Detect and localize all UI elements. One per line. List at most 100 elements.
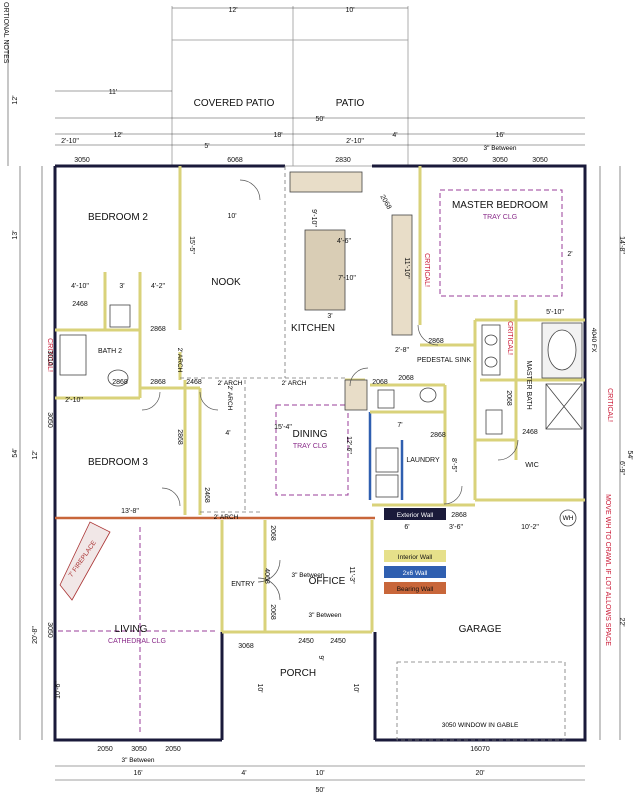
door-2868-a: 2868: [150, 326, 166, 333]
dim-k-3: 3': [327, 313, 332, 320]
tray-ceilings: [58, 189, 563, 735]
bedroom2-label: BEDROOM 2: [88, 212, 148, 223]
between-entry2: 3" Between: [308, 612, 341, 619]
win-3050-f: 3050: [46, 622, 53, 638]
door-2868-b: 2868: [150, 379, 166, 386]
dim-liv-10-6: 10'-6": [55, 681, 62, 699]
dim-right-22: 22': [618, 617, 625, 626]
dim-nook-10: 10': [227, 213, 236, 220]
critical-left: CRITICAL!: [46, 338, 53, 372]
dim-right-6-9: 6'-9": [618, 461, 625, 475]
door-2868-f: 2868: [176, 429, 183, 445]
door-2068-d: 2068: [269, 604, 276, 620]
dim-left-12b: 12': [32, 450, 39, 459]
pedestal-sink-label: PEDESTAL SINK: [417, 357, 471, 364]
interior-walls: [55, 166, 585, 634]
win-2050-b: 2050: [165, 746, 181, 753]
legend: Exterior Wall Interior Wall 2x6 Wall Bea…: [384, 508, 446, 594]
legend-interior-label: Interior Wall: [398, 554, 433, 561]
legend-exterior-swatch: [384, 508, 446, 520]
dim-right-14-8: 14'-8": [618, 236, 625, 254]
dim-row-2-10: 2'-10": [61, 138, 79, 145]
between-top: 3" Between: [483, 145, 516, 152]
bedroom3-label: BEDROOM 3: [88, 457, 148, 468]
dim-off-11-3: 11'-3": [348, 566, 355, 584]
dim-row-12: 12': [113, 132, 122, 139]
dim-bot-16: 16': [133, 770, 142, 777]
dim-bot-10: 10': [315, 770, 324, 777]
legend-interior-swatch: [384, 550, 446, 562]
dashed-lines: [180, 166, 566, 741]
living-label: LIVING: [115, 624, 148, 635]
living-cathedral-label: CATHEDRAL CLG: [108, 638, 166, 645]
dim-wic-10-2: 10'-2": [521, 524, 539, 531]
entry-label: ENTRY: [231, 581, 255, 588]
dining-label: DINING: [293, 429, 328, 440]
wic-label: WIC: [525, 462, 539, 469]
door-2868-e: 2868: [451, 512, 467, 519]
dim-b3-13-8: 13'-8": [121, 508, 139, 515]
bath2-label: BATH 2: [98, 348, 122, 355]
door-2868-c: 2868: [428, 338, 444, 345]
win-3010: 3010: [46, 350, 53, 366]
door-6068: 6068: [227, 157, 243, 164]
office-label: OFFICE: [309, 576, 346, 587]
door-2468-a: 2468: [72, 301, 88, 308]
garage-label: GARAGE: [459, 624, 502, 635]
dimension-labels: 12' 10' 11' 50' 2'-10" 12' 18' 2'-10" 4'…: [12, 7, 633, 794]
dim-left-12: 12': [12, 95, 19, 104]
arch-dining: 2' ARCH: [282, 380, 307, 387]
dim-bath-3: 3': [119, 283, 124, 290]
dim-por-9: 9': [317, 655, 324, 660]
nook-label: NOOK: [211, 277, 241, 288]
dim-bot-20: 20': [475, 770, 484, 777]
dim-mid-50: 50': [315, 116, 324, 123]
door-4068: 4068: [263, 568, 270, 584]
dim-k-7-10: 7'-10": [338, 275, 356, 282]
door-2068-b: 2068: [505, 390, 512, 406]
arch-nook: 2' ARCH: [218, 380, 243, 387]
dim-bath-4-2: 4'-2": [151, 283, 165, 290]
side-note: ORTIONAL NOTES: [2, 2, 9, 64]
door-2068-e: 2068: [398, 375, 414, 382]
door-16070: 16070: [470, 746, 490, 753]
dim-por-10b: 10': [352, 683, 359, 692]
dim-left-20-8: 20'-8": [32, 626, 39, 644]
dim-row-16: 16': [495, 132, 504, 139]
arch-bed3: 2' ARCH: [226, 386, 233, 411]
win-2830: 2830: [335, 157, 351, 164]
dim-k-11-10: 11'-10": [403, 257, 410, 279]
dim-nook-15-5: 15'-5": [188, 236, 195, 254]
between-entry: 3" Between: [291, 572, 324, 579]
legend-2x6-swatch: [384, 566, 446, 578]
dim-g-6: 6': [404, 524, 409, 531]
critical-master-bath: CRITICAL!: [506, 321, 513, 355]
legend-bearing-swatch: [384, 582, 446, 594]
win-3050-a: 3050: [74, 157, 90, 164]
door-2068-a: 2068: [372, 379, 388, 386]
dim-row-2-10b: 2'-10": [346, 138, 364, 145]
door-2468-b: 2468: [186, 379, 202, 386]
win-2050-a: 2050: [97, 746, 113, 753]
dim-hall-4: 4': [225, 430, 230, 437]
dim-bot-4: 4': [241, 770, 246, 777]
dim-mb-2: 2': [567, 251, 572, 258]
dim-row-4: 4': [392, 132, 397, 139]
dim-por-10: 10': [256, 683, 263, 692]
fireplace: [59, 521, 111, 601]
win-3050-c: 3050: [492, 157, 508, 164]
win-3050-e: 3050: [46, 412, 53, 428]
door-2468-c: 2468: [522, 429, 538, 436]
bath-fixtures: [59, 304, 577, 527]
dim-left-13: 13': [12, 230, 19, 239]
move-wh-note: MOVE WH TO CRAWL IF LOT ALLOWS SPACE: [604, 494, 611, 646]
dim-right-54: 54': [626, 450, 633, 459]
kitchen-cabinets: [289, 171, 413, 411]
dim-mb-5-10: 5'-10": [546, 309, 564, 316]
arch-hall: 2' ARCH: [214, 514, 239, 521]
dim-top-10: 10': [345, 7, 354, 14]
window-door-callouts: 3050 6068 2830 3050 3050 3050 2468 2868 …: [46, 157, 548, 753]
gable-window-note: 3050 WINDOW IN GABLE: [442, 722, 519, 729]
master-window-note: 4040 FX: [590, 328, 597, 353]
